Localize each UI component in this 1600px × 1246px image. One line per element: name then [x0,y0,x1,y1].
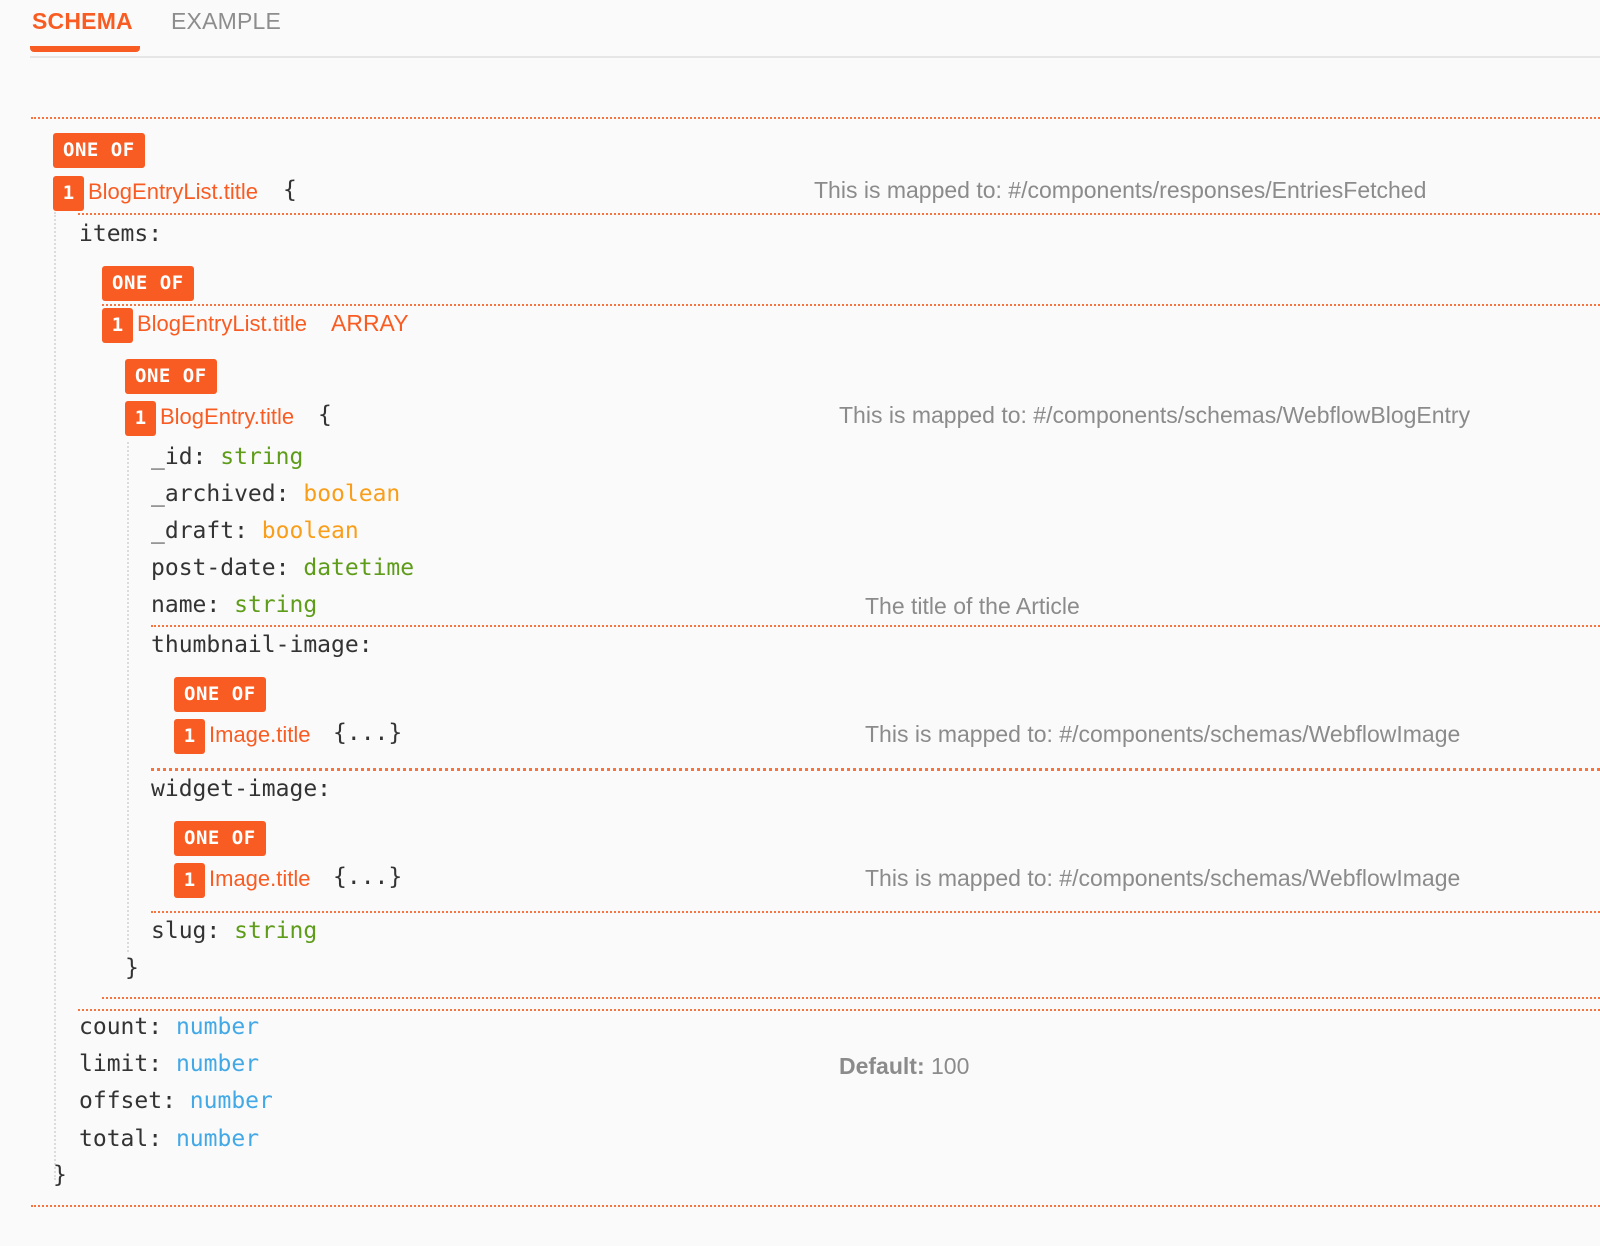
field-description: The title of the Article [865,593,1080,619]
one-of-badge: ONE OF [125,359,217,394]
divider [151,768,1600,771]
schema-ref-image[interactable]: Image.title [209,722,311,747]
default-value: Default: 100 [839,1053,970,1079]
field-draft: _draft: boolean [151,518,359,544]
type-string: string [234,592,318,618]
close-brace: } [125,955,139,981]
mapped-description: This is mapped to: #/components/schemas/… [865,721,1461,747]
tree-guide-entry [127,442,129,952]
divider [78,1009,1600,1011]
mapped-description: This is mapped to: #/components/response… [814,177,1427,203]
open-brace: { [318,402,332,428]
divider [102,304,1600,306]
option-index-badge[interactable]: 1 [174,719,205,754]
one-of-badge: ONE OF [53,133,145,168]
divider [31,1205,1600,1207]
close-brace: } [53,1162,67,1188]
divider [151,911,1600,913]
tab-example[interactable]: EXAMPLE [171,8,282,34]
divider [151,625,1600,627]
divider [31,117,1600,119]
open-brace: { [283,177,297,203]
divider [78,213,1600,215]
field-key-items: items: [79,221,163,247]
field-limit: limit: number [79,1051,260,1077]
field-name: name: string [151,592,318,618]
collapsed-object-toggle[interactable]: {...} [333,864,403,890]
type-number: number [175,1051,260,1077]
one-of-badge: ONE OF [174,821,266,856]
schema-ref-blogentry[interactable]: BlogEntry.title [160,404,295,429]
field-key-thumbnail-image: thumbnail-image: [151,632,373,658]
schema-ref-blogentrylist[interactable]: BlogEntryList.title [88,179,258,204]
divider [102,997,1600,999]
schema-ref-blogentrylist-array[interactable]: BlogEntryList.title [137,311,307,336]
option-index-badge[interactable]: 1 [174,863,205,898]
type-datetime: datetime [303,555,415,581]
tree-guide-root [54,212,56,1180]
mapped-description: This is mapped to: #/components/schemas/… [865,865,1461,891]
type-number: number [175,1014,260,1040]
field-key-widget-image: widget-image: [151,776,332,802]
field-offset: offset: number [79,1088,273,1114]
array-type-label: ARRAY [331,310,409,336]
field-id: _id: string [151,444,304,470]
field-total: total: number [79,1126,260,1152]
option-index-badge[interactable]: 1 [53,176,84,211]
field-slug: slug: string [151,918,318,944]
field-post-date: post-date: datetime [151,555,415,581]
type-boolean: boolean [303,481,401,507]
collapsed-object-toggle[interactable]: {...} [333,720,403,746]
schema-tabs: SCHEMA EXAMPLE [30,0,1600,58]
option-index-badge[interactable]: 1 [102,308,133,343]
option-index-badge[interactable]: 1 [125,401,156,436]
type-string: string [234,918,318,944]
field-archived: _archived: boolean [151,481,401,507]
tab-schema[interactable]: SCHEMA [32,8,133,34]
type-string: string [220,444,304,470]
type-number: number [189,1088,273,1114]
mapped-description: This is mapped to: #/components/schemas/… [839,402,1471,428]
type-number: number [175,1126,260,1152]
type-boolean: boolean [261,518,359,544]
schema-ref-image[interactable]: Image.title [209,866,311,891]
field-count: count: number [79,1014,260,1040]
active-tab-indicator [30,46,140,52]
one-of-badge: ONE OF [102,266,194,301]
one-of-badge: ONE OF [174,677,266,712]
